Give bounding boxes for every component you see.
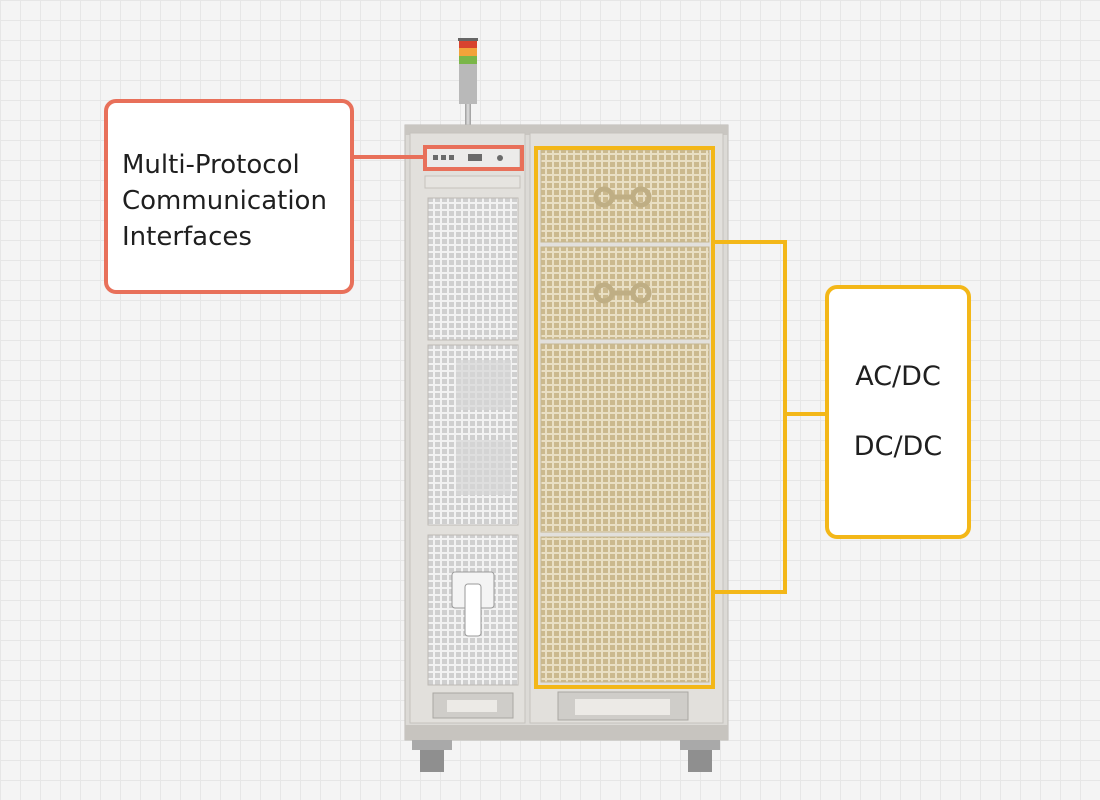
dcdc-label: DC/DC xyxy=(853,431,943,462)
power-module-callout: AC/DC DC/DC xyxy=(825,285,971,539)
acdc-label: AC/DC xyxy=(855,361,941,392)
power-module-3 xyxy=(540,343,710,533)
cabinet xyxy=(404,124,729,741)
callout-line: Multi-Protocol xyxy=(122,150,300,180)
signal-tower-pole xyxy=(465,104,471,126)
signal-light-red xyxy=(459,40,477,48)
signal-tower-body xyxy=(459,64,477,104)
cabinet-feet xyxy=(412,740,720,772)
signal-light-orange xyxy=(459,48,477,56)
signal-tower-light xyxy=(458,38,478,126)
main-switch-handle xyxy=(451,571,495,637)
communication-callout: Multi-Protocol Communication Interfaces xyxy=(104,99,354,294)
callout-line: Communication xyxy=(122,186,327,216)
left-mesh-panel-top xyxy=(427,197,519,341)
power-module-highlight xyxy=(534,146,715,689)
signal-light-green xyxy=(459,56,477,64)
power-module-4 xyxy=(540,536,710,683)
callout-line: Interfaces xyxy=(122,222,252,252)
power-module-bracket xyxy=(713,240,828,594)
module-handles xyxy=(593,186,652,304)
